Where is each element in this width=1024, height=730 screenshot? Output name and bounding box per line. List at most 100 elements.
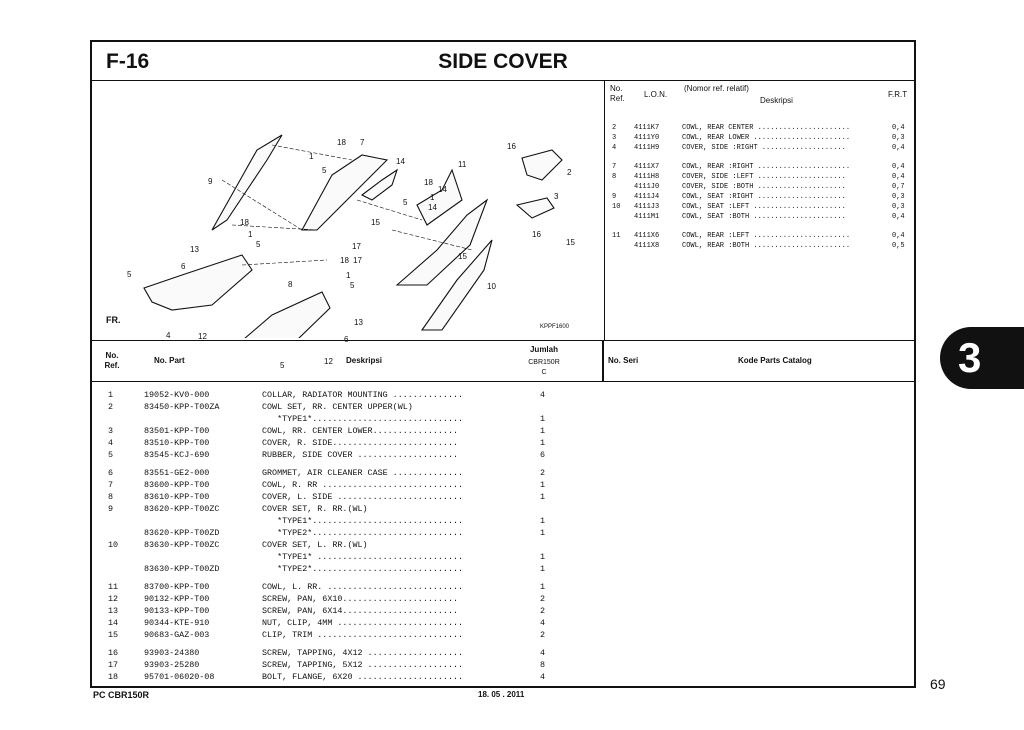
part-desc: COWL SET, RR. CENTER UPPER(WL) [262,402,413,412]
part-ref: 3 [108,426,114,436]
callout-label: 5 [280,361,285,370]
callout-label: 15 [371,218,380,227]
part-desc: SCREW, PAN, 6X10....................... [262,594,459,604]
part-desc: SCREW, TAPPING, 4X12 ................... [262,648,464,658]
part-ref: 5 [108,450,114,460]
part-qty: 1 [540,414,546,424]
part-number: 19052-KV0-000 [144,390,210,400]
part-number: 83620-KPP-T00ZC [144,504,220,514]
part-qty: 1 [540,492,546,502]
callout-label: 1 [346,271,351,280]
lon-ref: 7 [612,163,617,171]
part-qty: 4 [540,648,546,658]
lon-code: 4111J3 [634,203,660,211]
callout-label: 16 [532,230,541,239]
figure-code: KPPF1600 [540,324,570,330]
callout-label: 17 [352,242,361,251]
lon-code: 4111J4 [634,193,660,201]
part-ref: 16 [108,648,119,658]
part-qty: 2 [540,468,546,478]
part-desc: COVER, L. SIDE ......................... [262,492,464,502]
lon-header-lon: L.O.N. [644,90,668,99]
lon-code: 4111J0 [634,183,660,191]
parts-illustration [143,134,563,338]
parts-header: No. Ref. No. Part Deskripsi Jumlah CBR15… [92,340,914,382]
part-qty: 2 [540,630,546,640]
callout-label: 5 [127,270,132,279]
part-desc: *TYPE2*.............................. [262,564,464,574]
lon-header-noref: No. Ref. [610,84,625,103]
part-number: 90132-KPP-T00 [144,594,210,604]
parts-header-kode: Kode Parts Catalog [738,356,812,365]
part-number: 83630-KPP-T00ZC [144,540,220,550]
header-divider [602,341,604,381]
lon-table: No. Ref. L.O.N. (Nomor ref. relatif) Des… [604,80,916,340]
lon-frt: 0,4 [892,124,905,132]
part-number: 83700-KPP-T00 [144,582,210,592]
part-number: 90683-GAZ-003 [144,630,210,640]
part-number: 83501-KPP-T00 [144,426,210,436]
part-ref: 2 [108,402,114,412]
part-number: 83551-GE2-000 [144,468,210,478]
part-qty: 8 [540,660,546,670]
part-qty: 4 [540,390,546,400]
lon-frt: 0,3 [892,134,905,142]
parts-header-noseri: No. Seri [608,356,639,365]
part-number: 93903-24380 [144,648,200,658]
lon-code: 4111X7 [634,163,660,171]
callout-label: 6 [181,262,186,271]
lon-desc: COWL, REAR :LEFT ....................... [682,232,851,240]
lon-desc: COWL, SEAT :RIGHT ..................... [682,193,846,201]
part-ref: 10 [108,540,119,550]
lon-code: 4111M1 [634,213,660,221]
part-ref: 7 [108,480,114,490]
lon-code: 4111H9 [634,144,660,152]
part-number: 83545-KCJ-690 [144,450,210,460]
part-desc: SCREW, PAN, 6X14....................... [262,606,459,616]
part-number: 83630-KPP-T00ZD [144,564,220,574]
lon-ref: 11 [612,232,621,240]
part-number: 95701-06020-08 [144,672,215,682]
lon-desc: COWL, SEAT :BOTH ...................... [682,213,846,221]
callout-label: 14 [428,203,437,212]
part-qty: 1 [540,516,546,526]
part-desc: *TYPE1*.............................. [262,516,464,526]
callout-label: 9 [208,177,213,186]
part-ref: 6 [108,468,114,478]
lon-frt: 0,7 [892,183,905,191]
callout-label: 18 [340,256,349,265]
lon-frt: 0,4 [892,213,905,221]
part-qty: 1 [540,438,546,448]
part-qty: 1 [540,426,546,436]
part-ref: 17 [108,660,119,670]
lon-frt: 0,3 [892,193,905,201]
lon-ref: 3 [612,134,617,142]
part-number: 90344-KTE-910 [144,618,210,628]
part-number: 83510-KPP-T00 [144,438,210,448]
figure-header: F-16 SIDE COVER [92,42,914,81]
part-number: 83620-KPP-T00ZD [144,528,220,538]
exploded-diagram: 1 5 18 7 14 16 11 2 9 18 14 1 5 14 3 18 … [92,80,605,370]
parts-header-type: C [541,369,547,376]
part-qty: 1 [540,528,546,538]
callout-label: 1 [309,152,314,161]
part-ref: 1 [108,390,114,400]
part-number: 83450-KPP-T00ZA [144,402,220,412]
lon-code: 4111X6 [634,232,660,240]
callout-label: 14 [396,157,405,166]
lon-frt: 0,4 [892,163,905,171]
part-ref: 12 [108,594,119,604]
lon-ref: 10 [612,203,621,211]
callout-label: 15 [458,252,467,261]
lon-code: 4111K7 [634,124,660,132]
part-number: 90133-KPP-T00 [144,606,210,616]
callout-label: 14 [438,185,447,194]
section-tab: 3 [940,327,1024,389]
callout-label: 1 [248,230,253,239]
part-desc: CLIP, TRIM ............................. [262,630,464,640]
lon-frt: 0,5 [892,242,905,250]
part-ref: 13 [108,606,119,616]
callout-label: 6 [344,335,349,344]
callout-label: 18 [337,138,346,147]
parts-header-jumlah: Jumlah [529,345,558,354]
